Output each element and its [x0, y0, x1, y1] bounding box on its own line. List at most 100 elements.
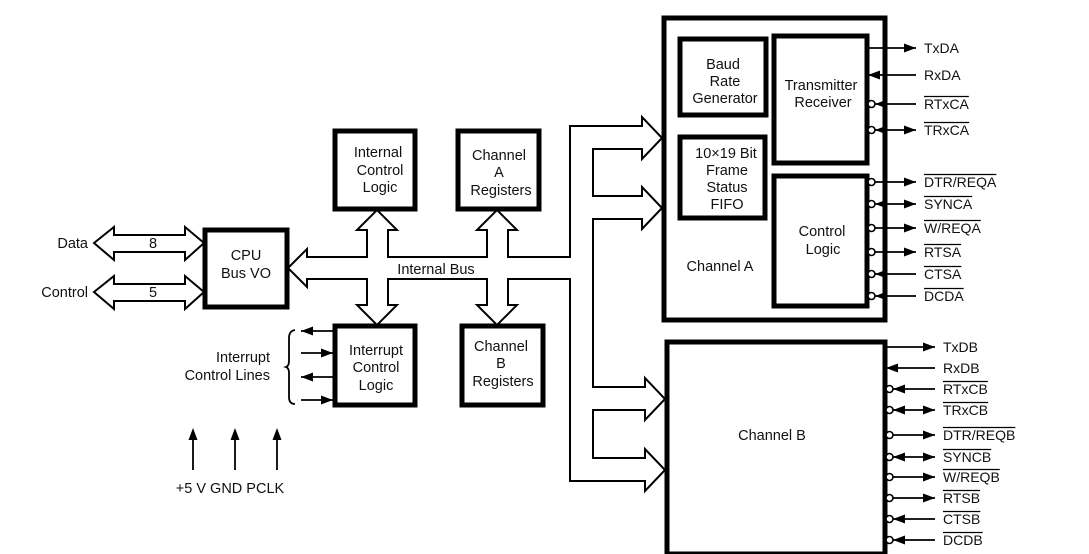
arrowhead-left	[886, 363, 898, 373]
interrupt-control-logic-block: Interrupt Control Logic	[332, 323, 418, 408]
arrowhead-left	[893, 452, 905, 462]
pin-label: DCDB	[943, 532, 983, 548]
channel-a-registers-block: Channel A Registers	[455, 128, 542, 212]
channel-b-pins: TxDBRxDBRTxCBTRxCBDTR/REQBSYNCBW/REQBRTS…	[885, 339, 1016, 548]
interrupt-line	[301, 395, 333, 405]
interrupt-line	[301, 348, 333, 358]
svg-text:Channel: Channel	[472, 148, 526, 164]
pin-label: RTxCB	[943, 381, 988, 397]
arrowhead-right	[904, 177, 916, 187]
arrowhead-right	[904, 247, 916, 257]
svg-text:CPU: CPU	[231, 248, 262, 264]
pin-label: CTSA	[924, 266, 962, 282]
svg-text:Rate: Rate	[710, 74, 741, 90]
svg-text:Control: Control	[353, 360, 400, 376]
svg-text:Receiver: Receiver	[794, 95, 851, 111]
svg-text:Channel: Channel	[474, 339, 528, 355]
svg-text:Interrupt: Interrupt	[349, 343, 403, 359]
interrupt-brace	[283, 329, 296, 405]
arrowhead-left	[875, 269, 887, 279]
pin-label: TRxCA	[924, 122, 970, 138]
frame-status-fifo-block: 10×19 Bit Frame Status FIFO	[677, 134, 768, 221]
pin-rxda: RxDA	[868, 67, 961, 83]
pin-w-reqa: W/REQA	[867, 219, 981, 236]
data-bus-label: Data	[57, 236, 89, 252]
pin-label: DTR/REQA	[924, 174, 997, 190]
data-bus-width: 8	[149, 236, 157, 252]
svg-text:Registers: Registers	[470, 183, 531, 199]
channel-b-label: Channel B	[738, 428, 806, 444]
power-arrow-pclk	[272, 428, 282, 470]
interrupt-lines-label-1: Interrupt	[216, 350, 270, 366]
pin-rtsa: RTSA	[867, 243, 962, 260]
svg-text:B: B	[496, 356, 506, 372]
arrowhead-right	[923, 342, 935, 352]
arrowhead-left	[868, 70, 880, 80]
svg-text:Logic: Logic	[363, 180, 398, 196]
active-low-bubble-icon	[885, 405, 894, 415]
pin-label: RTSB	[943, 490, 980, 506]
transmitter-receiver-block: Transmitter Receiver	[771, 33, 870, 166]
baud-rate-generator-block: Baud Rate Generator	[677, 36, 769, 118]
svg-text:Transmitter: Transmitter	[785, 78, 858, 94]
arrowhead-right	[904, 43, 916, 53]
pin-label: W/REQA	[924, 220, 981, 236]
active-low-bubble-icon	[885, 384, 894, 394]
arrowhead-left	[875, 199, 887, 209]
power-arrow-gnd	[230, 428, 240, 470]
active-low-bubble-icon	[867, 291, 876, 301]
active-low-bubble-icon	[885, 452, 894, 462]
internal-bus-label: Internal Bus	[397, 262, 474, 278]
arrowhead-left	[875, 99, 887, 109]
svg-text:Generator: Generator	[692, 91, 757, 107]
channel-b-registers-block: Channel B Registers	[459, 323, 546, 408]
pin-w-reqb: W/REQB	[885, 468, 1000, 485]
arrowhead-left	[875, 291, 887, 301]
pin-label: SYNCB	[943, 449, 991, 465]
arrowhead-up	[272, 428, 282, 440]
cpu-bus-io-block: CPU Bus VO	[202, 227, 290, 310]
svg-text:Logic: Logic	[359, 378, 394, 394]
interrupt-control-lines	[301, 326, 333, 405]
active-low-bubble-icon	[885, 472, 894, 482]
internal-control-logic-block: Internal Control Logic	[332, 128, 418, 212]
pin-rxdb: RxDB	[886, 360, 980, 376]
control-bus-width: 5	[149, 285, 157, 301]
arrowhead-right	[904, 223, 916, 233]
pin-synca: SYNCA	[867, 195, 973, 212]
svg-text:Baud: Baud	[706, 57, 740, 73]
interrupt-lines-label-2: Control Lines	[185, 368, 270, 384]
interrupt-line	[301, 372, 333, 382]
control-bus-label: Control	[41, 285, 88, 301]
active-low-bubble-icon	[885, 535, 894, 545]
svg-text:Status: Status	[706, 180, 747, 196]
svg-text:Bus VO: Bus VO	[221, 266, 271, 282]
active-low-bubble-icon	[885, 514, 894, 524]
svg-text:10×19 Bit: 10×19 Bit	[695, 146, 757, 162]
power-pins-label: +5 V GND PCLK	[176, 481, 285, 497]
pin-rtxca: RTxCA	[867, 95, 970, 112]
pin-label: DTR/REQB	[943, 427, 1015, 443]
active-low-bubble-icon	[885, 430, 894, 440]
svg-text:Internal: Internal	[354, 145, 402, 161]
arrowhead-right	[923, 430, 935, 440]
internal-bus	[286, 114, 667, 494]
arrowhead-left	[875, 125, 887, 135]
arrowhead-up	[230, 428, 240, 440]
active-low-bubble-icon	[867, 199, 876, 209]
svg-text:Logic: Logic	[806, 242, 841, 258]
arrowhead-left	[893, 405, 905, 415]
svg-text:Control: Control	[799, 224, 846, 240]
svg-text:Registers: Registers	[472, 374, 533, 390]
arrowhead-left	[893, 535, 905, 545]
pin-dtr-reqb: DTR/REQB	[885, 426, 1016, 443]
pin-txda: TxDA	[868, 40, 960, 56]
pin-label: W/REQB	[943, 469, 1000, 485]
arrowhead-right	[923, 493, 935, 503]
active-low-bubble-icon	[867, 177, 876, 187]
arrowhead-right	[321, 348, 333, 358]
active-low-bubble-icon	[867, 125, 876, 135]
channel-a-control-logic-block: Control Logic	[771, 173, 870, 309]
arrowhead-left	[893, 514, 905, 524]
